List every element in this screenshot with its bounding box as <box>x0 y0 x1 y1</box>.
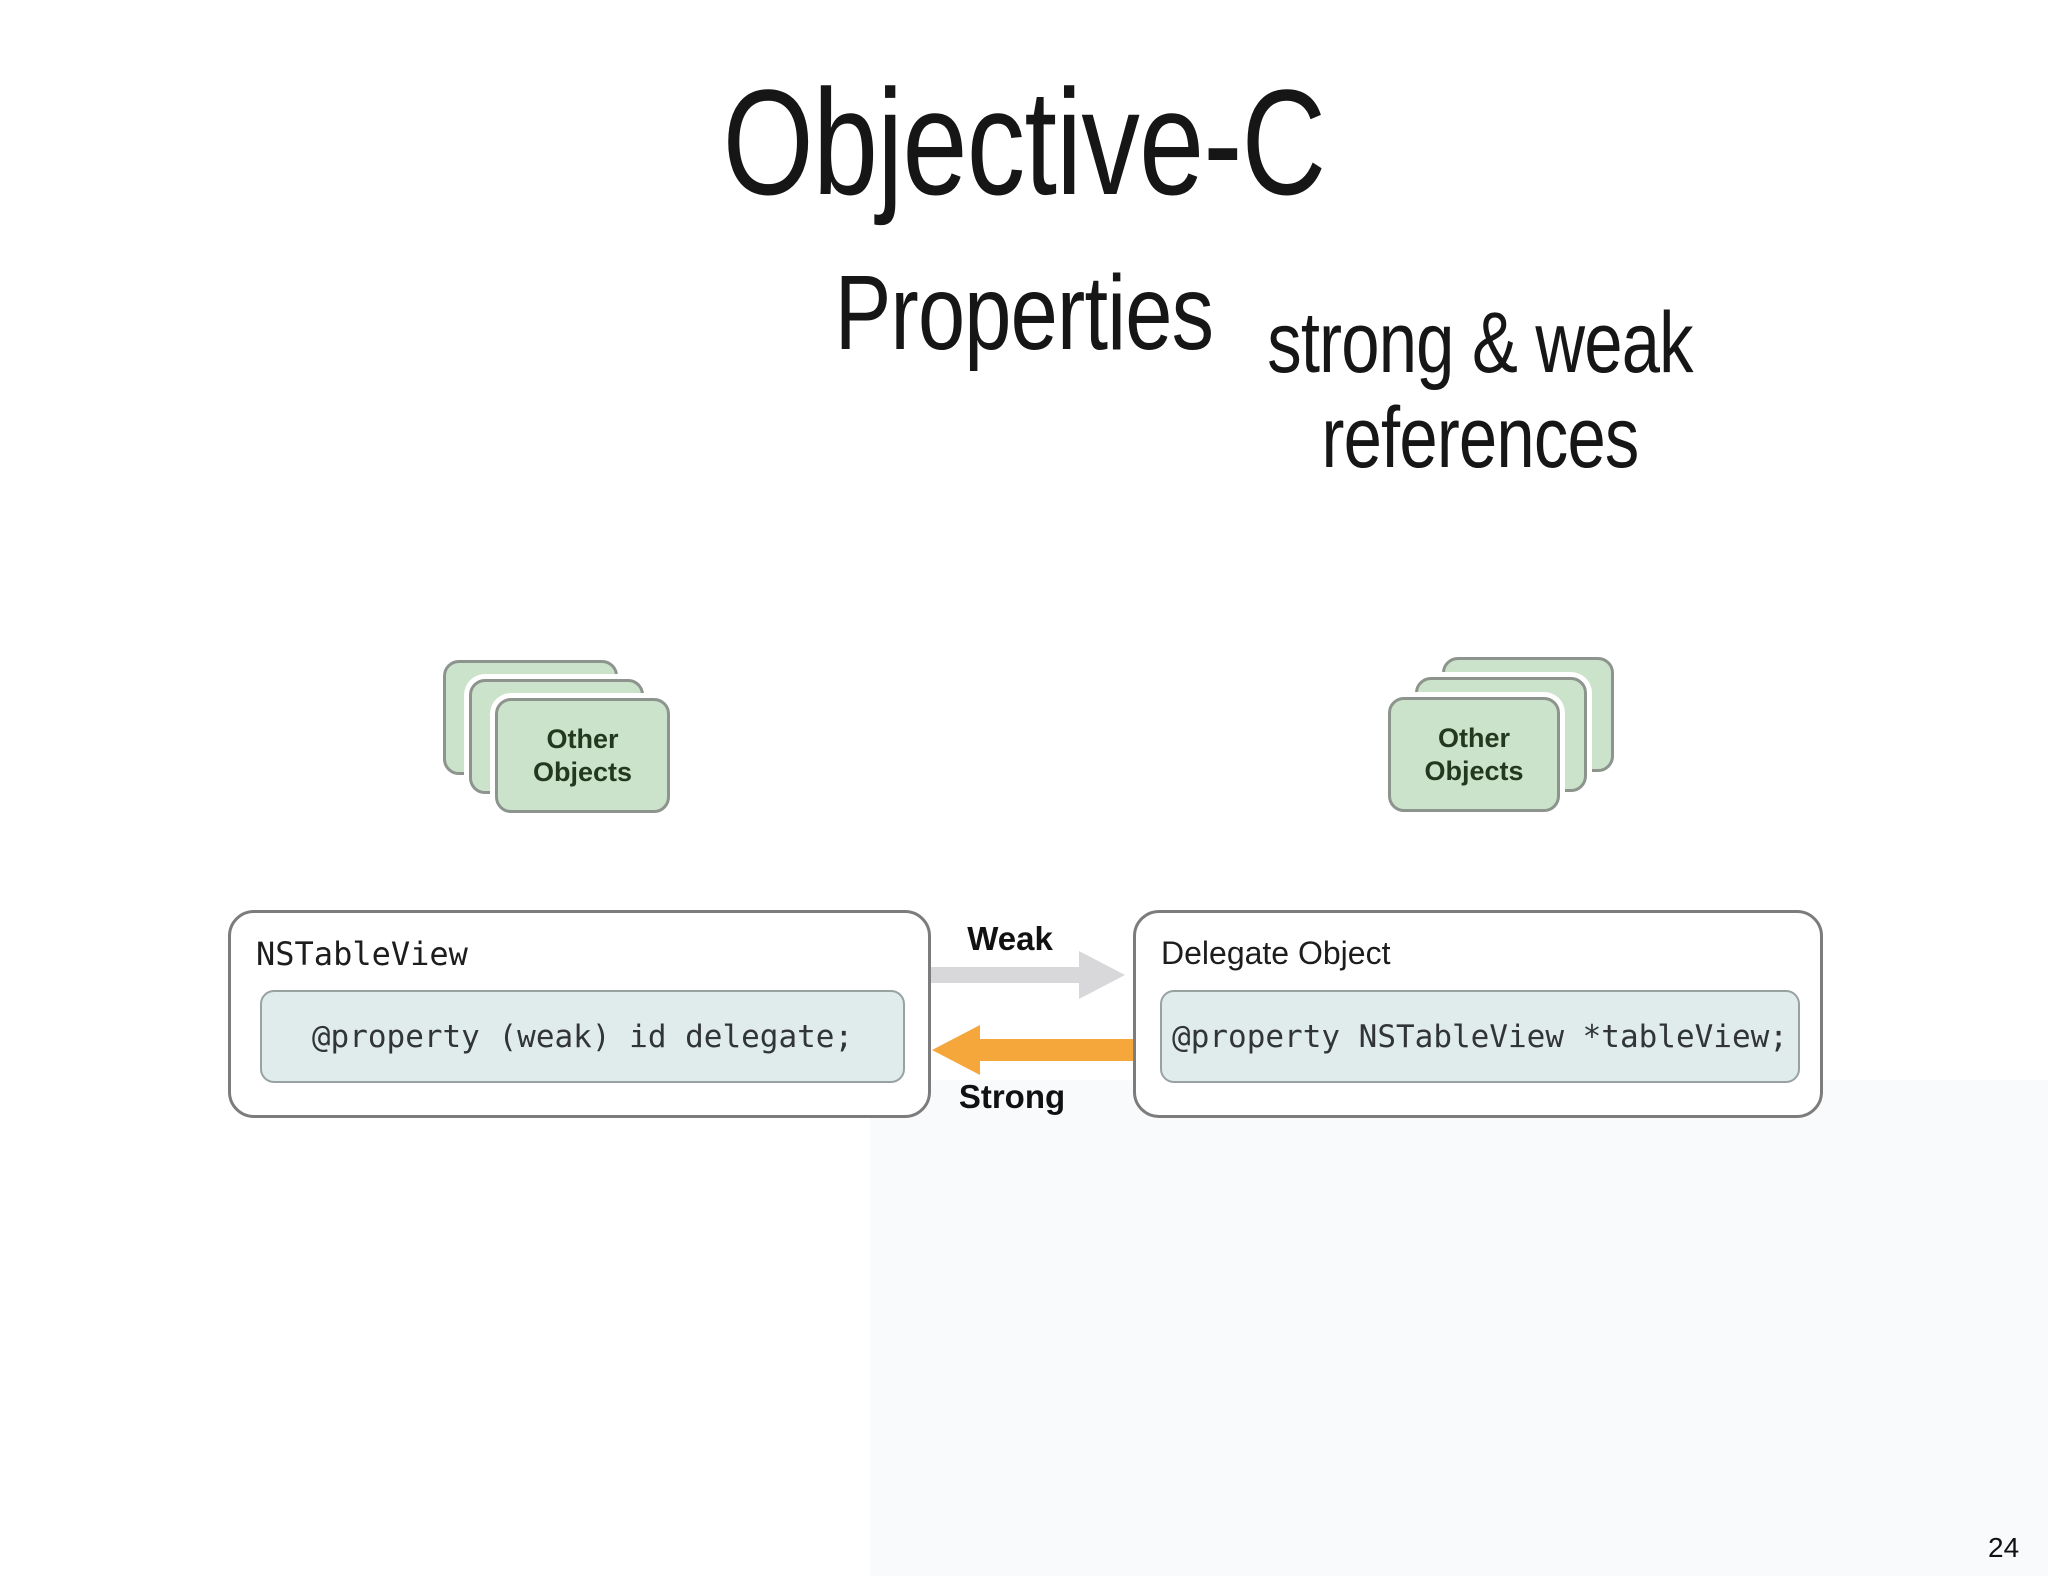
weak-arrow-label: Weak <box>967 920 1053 957</box>
strong-arrow-icon <box>932 1025 1133 1075</box>
nstableview-box: NSTableView @property (weak) id delegate… <box>228 910 931 1118</box>
nstableview-code: @property (weak) id delegate; <box>311 1018 854 1055</box>
left-stack-label: Other Objects <box>532 723 633 787</box>
weak-arrow-icon <box>931 951 1125 999</box>
page-number: 24 <box>1988 1532 2020 1563</box>
delegate-object-box-title: Delegate Object <box>1161 935 1391 971</box>
left-stack-card-front: Other Objects <box>495 698 670 813</box>
slide-subtitle: Properties <box>834 254 1214 372</box>
background-seam <box>870 1080 2048 1576</box>
slide-title: Objective-C <box>722 58 1326 226</box>
nstableview-code-well: @property (weak) id delegate; <box>260 990 905 1083</box>
delegate-object-box: Delegate Object @property NSTableView *t… <box>1133 910 1823 1118</box>
slide-tagline: strong & weak references <box>1267 295 1693 486</box>
nstableview-box-title: NSTableView <box>256 935 468 973</box>
right-stack-card-front: Other Objects <box>1388 697 1560 812</box>
strong-arrow-label: Strong <box>958 1078 1066 1115</box>
delegate-code-well: @property NSTableView *tableView; <box>1160 990 1800 1083</box>
delegate-code: @property NSTableView *tableView; <box>1172 1018 1788 1055</box>
right-stack-label: Other Objects <box>1424 722 1524 786</box>
